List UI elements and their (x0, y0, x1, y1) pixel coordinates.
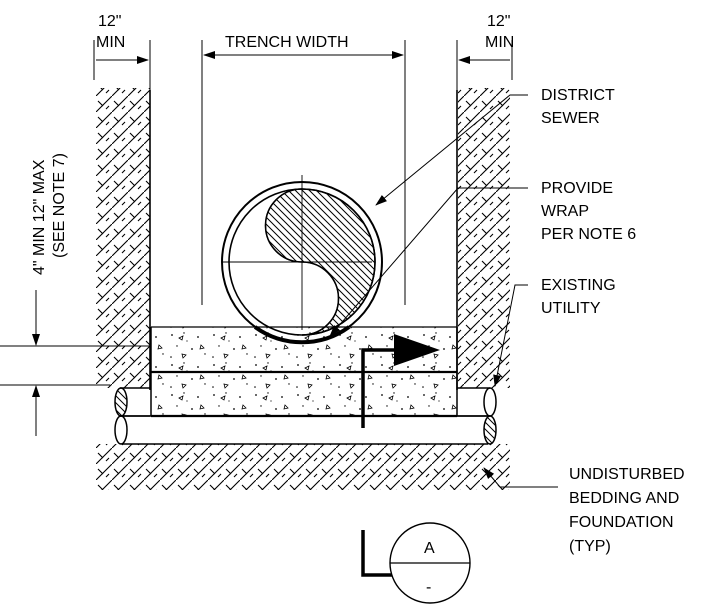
right-min-dim-line2: MIN (485, 34, 514, 51)
callout-undisturbed-line4: (TYP) (569, 538, 611, 555)
extension-lines (93, 40, 513, 305)
callout-undisturbed-line3: FOUNDATION (569, 514, 674, 531)
concrete-bedding (150, 326, 458, 418)
vertical-dim-label-line1: 4" MIN 12" MAX (31, 159, 48, 275)
section-marker-top: A (424, 540, 435, 557)
callout-undisturbed-line1: UNDISTURBED (569, 466, 685, 483)
soil-hatching (96, 88, 510, 490)
callout-existing-utility-line2: UTILITY (541, 300, 601, 317)
callout-undisturbed-line2: BEDDING AND (569, 490, 679, 507)
callout-district-sewer-line2: SEWER (541, 110, 600, 127)
existing-utility-pipe (114, 387, 497, 445)
left-min-dim-line2: MIN (96, 34, 125, 51)
section-marker (389, 522, 471, 604)
vertical-dimension (0, 290, 150, 436)
callout-existing-utility-line1: EXISTING (541, 277, 616, 294)
vertical-dim-label-line2: (SEE NOTE 7) (51, 153, 68, 258)
callout-provide-wrap-line2: WRAP (541, 203, 589, 220)
callout-district-sewer-line1: DISTRICT (541, 87, 615, 104)
left-min-dim-line1: 12" (98, 13, 121, 30)
callout-provide-wrap-line3: PER NOTE 6 (541, 226, 636, 243)
callout-leaders (329, 94, 558, 488)
section-marker-bottom: - (426, 579, 431, 596)
callout-provide-wrap-line1: PROVIDE (541, 180, 613, 197)
right-min-dim-line1: 12" (487, 13, 510, 30)
trench-width-label: TRENCH WIDTH (225, 34, 349, 51)
district-sewer-pipe (221, 175, 383, 345)
top-dimension-arrows (96, 51, 510, 64)
